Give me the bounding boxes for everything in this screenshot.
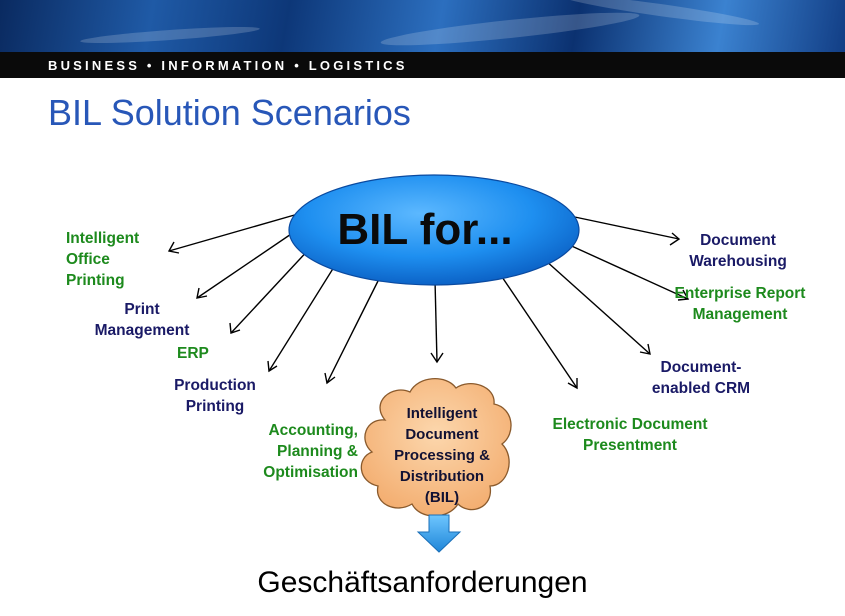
- node-production-printing: Production Printing: [174, 377, 256, 415]
- connector-erp: [230, 245, 313, 334]
- hub-label: BIL for...: [337, 205, 513, 254]
- connector-accounting: [326, 272, 383, 384]
- connector-production-printing: [268, 258, 340, 372]
- arrowhead-intelligent-office-printing: [167, 241, 180, 254]
- arrowhead-electronic-document-presentment: [567, 378, 578, 390]
- hub-ellipse: [288, 174, 580, 286]
- node-intelligent-office-printing: Intelligent Office Printing: [66, 230, 140, 289]
- arrowhead-production-printing: [267, 360, 278, 373]
- page-title: BIL Solution Scenarios: [48, 92, 411, 133]
- node-print-management: Print Management: [94, 301, 190, 339]
- connector-electronic-document-presentment: [497, 270, 578, 389]
- connector-center: [434, 279, 438, 363]
- connector-document-enabled-crm: [544, 259, 651, 355]
- arrowhead-document-warehousing: [669, 232, 681, 246]
- arrowhead-document-enabled-crm: [639, 343, 651, 355]
- tagline-text: BUSINESS • INFORMATION • LOGISTICS: [48, 58, 408, 73]
- down-arrow-icon: [416, 514, 462, 553]
- center-label: Intelligent Document Processing & Distri…: [394, 405, 490, 506]
- header-banner: [0, 0, 845, 52]
- node-erp: ERP: [177, 345, 209, 362]
- connector-intelligent-office-printing: [168, 213, 299, 252]
- node-accounting-planning-optimisation: Accounting, Planning & Optimisation: [263, 422, 358, 481]
- arrowhead-erp: [229, 322, 241, 334]
- node-document-warehousing: Document Warehousing: [689, 232, 787, 270]
- arrowhead-accounting: [324, 372, 336, 385]
- arrowhead-enterprise-report-management: [677, 289, 690, 301]
- connector-document-warehousing: [569, 215, 680, 240]
- node-enterprise-report-management: Enterprise Report Management: [674, 285, 806, 323]
- arrowhead-print-management: [196, 287, 208, 299]
- node-document-enabled-crm: Document-enabled CRM: [651, 359, 751, 397]
- tagline-bar: BUSINESS • INFORMATION • LOGISTICS: [0, 52, 845, 78]
- arrowhead-center: [430, 352, 444, 364]
- footer-label: Geschäftsanforderungen: [257, 566, 588, 599]
- center-cloud: [360, 378, 512, 517]
- connector-enterprise-report-management: [564, 242, 689, 300]
- node-electronic-document-presentment: Electronic Document Presentment: [552, 416, 708, 454]
- connector-print-management: [196, 227, 301, 299]
